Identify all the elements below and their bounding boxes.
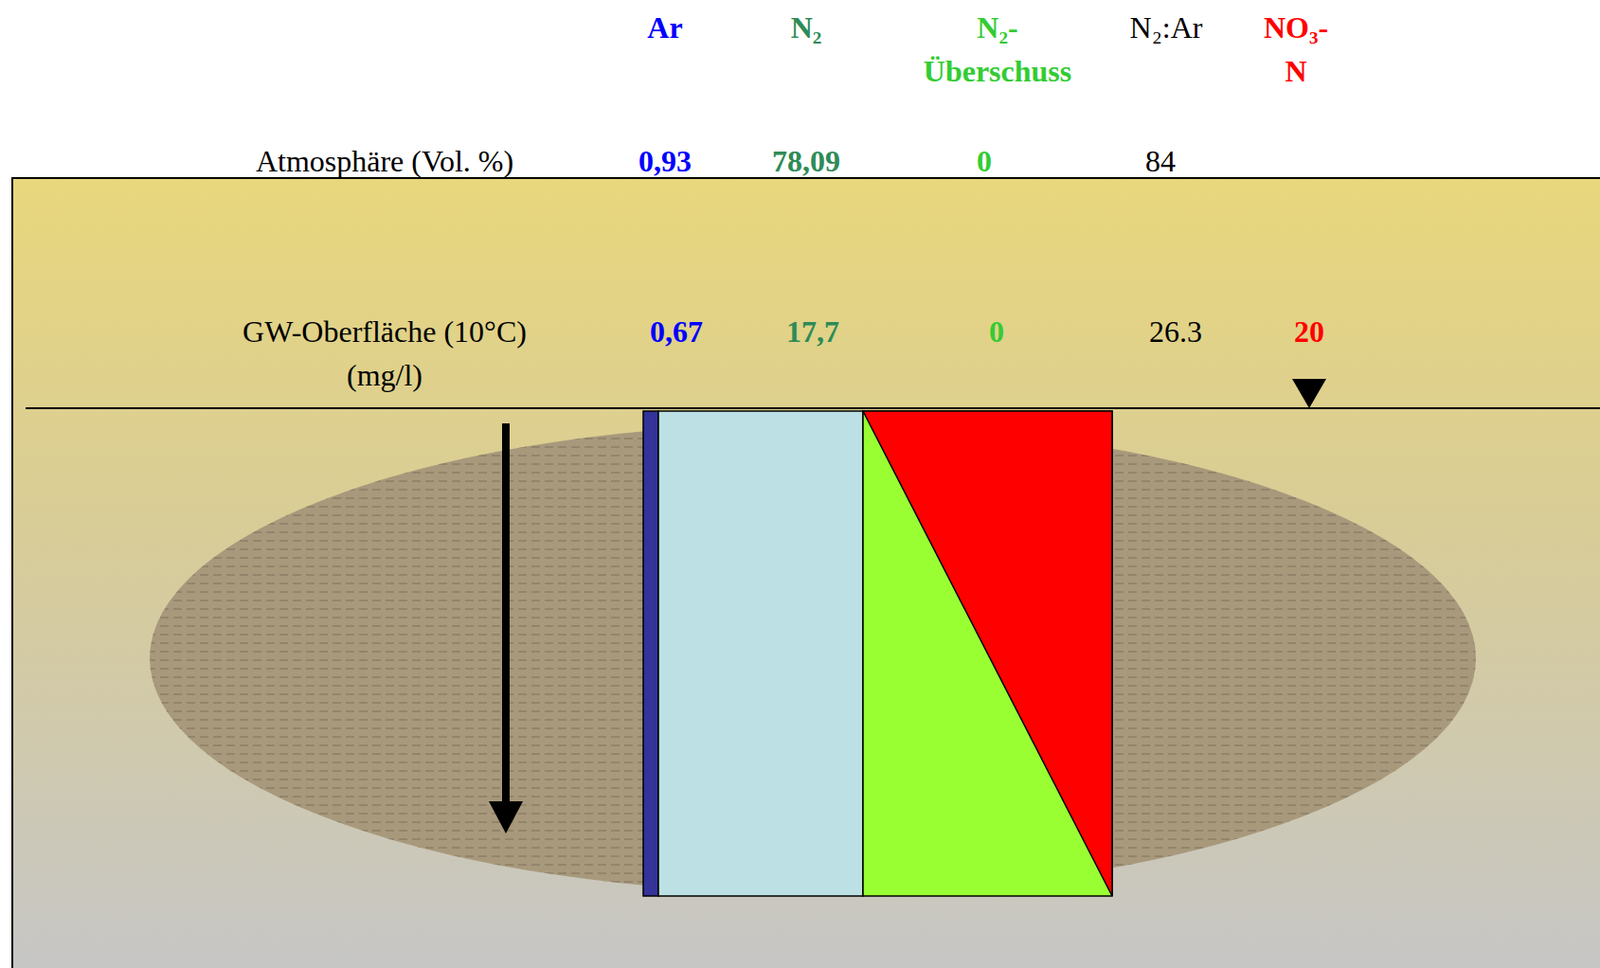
soil-ground [12, 178, 1600, 968]
excess-nitrogen-bar [862, 411, 1113, 897]
column-header: NO₃-N [1258, 5, 1333, 94]
table-cell: 0 [976, 139, 992, 183]
water-table-line [25, 407, 1600, 410]
flow-arrow [502, 423, 510, 804]
column-header: N₂-Überschuss [907, 5, 1088, 94]
table-cell: 0,67 [649, 309, 703, 354]
column-header: N₂ [791, 5, 823, 50]
table-cell: 20 [1294, 309, 1325, 354]
table-cell: 17,7 [786, 309, 840, 354]
nitrate-wedge [862, 411, 1113, 897]
water-table-marker [1292, 378, 1327, 409]
table-cell: 26.3 [1149, 309, 1203, 354]
column-header: Ar [647, 5, 683, 50]
column-header: N₂:Ar [1130, 5, 1204, 50]
table-cell: 0,93 [638, 139, 692, 183]
table-cell: 0 [988, 309, 1005, 354]
table-cell: 78,09 [772, 139, 841, 183]
row-label: GW-Oberfläche (10°C) (mg/l) [221, 309, 549, 398]
argon-bar [643, 411, 659, 897]
nitrogen-bar [658, 411, 863, 897]
row-label: Atmosphäre (Vol. %) [255, 139, 514, 183]
flow-arrowhead [488, 801, 523, 834]
table-cell: 84 [1145, 139, 1176, 183]
